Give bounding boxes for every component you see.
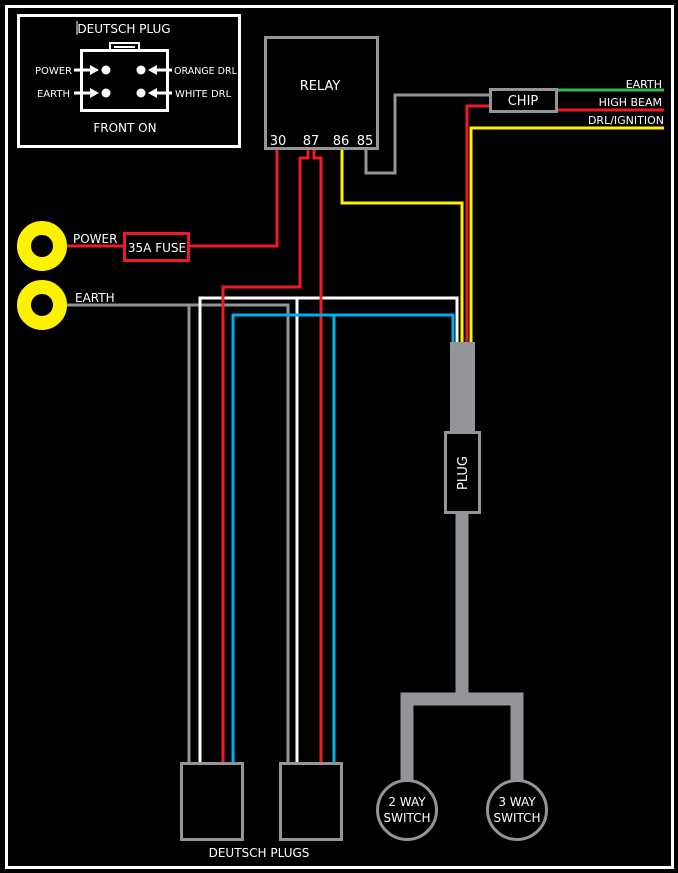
relay-label: RELAY <box>300 79 341 94</box>
fuse: 35A FUSE <box>123 232 190 262</box>
legend-label-power: POWER <box>35 66 72 77</box>
plug-label: PLUG <box>456 456 471 490</box>
relay-body <box>264 36 379 150</box>
legend-label-earth: EARTH <box>37 89 70 100</box>
plug: PLUG <box>444 431 481 514</box>
legend-border <box>17 14 241 148</box>
earth-terminal: EARTH <box>17 280 115 330</box>
chip-body <box>489 88 558 113</box>
pin-white-drl <box>136 88 146 98</box>
wire-86-yellow <box>340 148 464 342</box>
switch-3-way-line2: SWITCH <box>493 811 540 825</box>
wire-87-right <box>312 148 323 762</box>
connector-latch <box>109 42 140 49</box>
switch-body <box>376 779 438 841</box>
wire-85-to-chip <box>364 93 490 175</box>
power-terminal: POWER <box>17 221 117 271</box>
relay-pin-87: 87 <box>303 134 320 149</box>
switch-body <box>486 779 548 841</box>
pin-earth <box>101 88 111 98</box>
switch-2-way: 2 WAY SWITCH <box>376 779 438 841</box>
wires <box>60 88 664 762</box>
deutsch-plug-legend: DEUTSCH PLUG POWER EARTH ORANGE DRL WH <box>17 14 241 148</box>
deutsch-plug-1 <box>180 762 244 841</box>
legend-title: DEUTSCH PLUG <box>77 22 170 36</box>
legend-label-orange-drl: ORANGE DRL <box>174 66 238 77</box>
legend-label-white-drl: WHITE DRL <box>175 89 232 100</box>
ring-terminal-icon <box>17 221 67 271</box>
deutsch-plugs-caption: DEUTSCH PLUGS <box>209 846 310 860</box>
chip-label: CHIP <box>508 94 539 109</box>
harness-to-switches <box>400 514 524 782</box>
connector-body <box>80 49 169 112</box>
wire-87-left <box>221 148 310 762</box>
power-terminal-label: POWER <box>73 232 117 246</box>
chip: CHIP EARTH HIGH BEAM DRL/IGNITION <box>489 78 664 127</box>
ring-terminal-icon <box>17 280 67 330</box>
wire-30-to-fuse <box>189 148 279 248</box>
deutsch-plug-2 <box>279 762 343 841</box>
switch-2-way-line1: 2 WAY <box>388 795 426 809</box>
relay-pin-85: 85 <box>357 134 374 149</box>
pin-orange-drl <box>136 65 146 75</box>
relay: RELAY 30 87 86 85 <box>264 36 379 150</box>
arrow-right-icon <box>74 88 99 98</box>
switch-3-way-line1: 3 WAY <box>498 795 536 809</box>
arrow-right-icon <box>74 65 99 75</box>
outer-border <box>5 5 674 869</box>
legend-caption: FRONT ON <box>93 121 156 135</box>
switch-3-way: 3 WAY SWITCH <box>486 779 548 841</box>
chip-output-drl-label: DRL/IGNITION <box>588 114 664 127</box>
pin-power <box>101 65 111 75</box>
relay-pin-30: 30 <box>270 134 287 149</box>
fuse-body <box>123 232 190 262</box>
wire-high-beam-to-plug <box>465 104 490 342</box>
switch-2-way-line2: SWITCH <box>383 811 430 825</box>
earth-terminal-label: EARTH <box>75 291 115 305</box>
wire-blue-orange-drl <box>231 313 455 762</box>
arrow-left-icon <box>148 65 172 75</box>
plug-body <box>444 431 481 514</box>
arrow-left-icon <box>148 88 172 98</box>
chip-output-high-beam-label: HIGH BEAM <box>599 96 662 109</box>
fuse-label: 35A FUSE <box>128 241 186 255</box>
wire-drl-ignition <box>469 126 664 342</box>
chip-output-earth-label: EARTH <box>626 78 662 91</box>
wire-earth <box>62 303 290 762</box>
wire-white-drl <box>198 296 459 762</box>
harness-connector <box>450 342 475 434</box>
relay-pin-86: 86 <box>333 134 350 149</box>
